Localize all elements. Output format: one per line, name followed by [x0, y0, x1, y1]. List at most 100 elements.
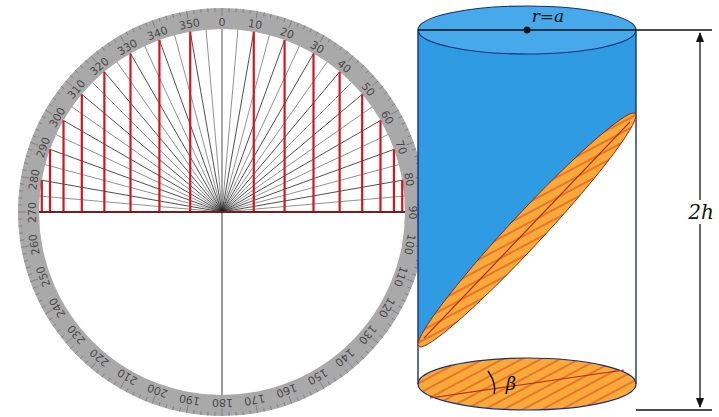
- tick-mark: [407, 287, 411, 288]
- tick-mark: [18, 204, 22, 205]
- radial-line: [45, 165, 222, 212]
- tick-mark: [328, 382, 330, 385]
- angle-arc: [488, 371, 495, 394]
- radial-line: [222, 54, 314, 212]
- tick-mark: [366, 70, 369, 73]
- tick-mark: [39, 123, 43, 125]
- projection-line: [103, 72, 105, 212]
- tick-mark: [133, 29, 135, 33]
- tick-mark: [348, 362, 353, 368]
- tick-mark: [33, 287, 37, 288]
- tick-mark: [21, 177, 29, 178]
- tick-mark: [372, 81, 378, 86]
- tick-mark: [146, 397, 147, 401]
- tick-mark: [392, 310, 399, 314]
- tick-mark: [361, 356, 364, 359]
- tick-mark: [66, 338, 72, 343]
- projection-line: [189, 32, 191, 212]
- radial-line: [222, 30, 238, 212]
- tick-mark: [328, 39, 330, 42]
- tick-mark: [256, 405, 257, 413]
- tick-mark: [19, 232, 23, 233]
- tick-mark: [159, 18, 160, 22]
- tick-mark: [392, 104, 395, 106]
- projection-line: [283, 40, 285, 212]
- tick-mark: [222, 408, 223, 416]
- radial-line: [64, 121, 222, 213]
- tick-mark: [26, 267, 30, 268]
- degree-number: 90: [407, 205, 418, 219]
- tick-mark: [24, 162, 28, 164]
- tick-mark: [406, 279, 414, 282]
- tick-mark: [19, 190, 23, 191]
- tick-mark: [30, 142, 38, 145]
- tick-mark: [263, 408, 265, 412]
- tick-mark: [256, 11, 257, 19]
- radial-line: [222, 29, 223, 212]
- tick-mark: [42, 306, 46, 308]
- projection-line: [393, 149, 395, 212]
- radial-line: [222, 46, 299, 212]
- tick-mark: [18, 197, 22, 198]
- tick-mark: [18, 225, 22, 226]
- tick-mark: [133, 392, 135, 396]
- tick-mark: [371, 346, 374, 349]
- radial-line: [206, 30, 222, 212]
- tick-mark: [166, 16, 167, 20]
- tick-mark: [356, 361, 359, 364]
- tick-mark: [26, 156, 30, 157]
- radial-line: [222, 165, 399, 212]
- tick-mark: [200, 411, 201, 415]
- tick-mark: [18, 212, 26, 213]
- projection-line: [62, 121, 64, 213]
- tick-mark: [384, 92, 387, 94]
- tick-mark: [114, 382, 116, 385]
- dial-face: [39, 29, 405, 395]
- tick-mark: [405, 293, 409, 295]
- tick-mark: [66, 81, 72, 86]
- radial-line: [175, 35, 222, 212]
- projection-line: [49, 149, 51, 212]
- tick-mark: [96, 51, 98, 54]
- tick-mark: [412, 274, 416, 275]
- tick-mark: [340, 47, 342, 50]
- tick-mark: [96, 370, 98, 373]
- tick-mark: [388, 324, 391, 326]
- tick-mark: [126, 32, 128, 36]
- tick-mark: [91, 362, 96, 368]
- tick-mark: [270, 406, 272, 410]
- tick-mark: [49, 318, 52, 320]
- tick-mark: [18, 218, 22, 219]
- tick-mark: [399, 306, 403, 308]
- radial-line: [72, 107, 222, 212]
- degree-number: 260: [28, 234, 42, 257]
- tick-mark: [228, 412, 229, 416]
- tick-mark: [277, 404, 278, 408]
- degree-number: 270: [27, 202, 38, 223]
- tick-mark: [406, 142, 414, 145]
- tick-mark: [139, 26, 141, 30]
- tick-mark: [402, 300, 406, 302]
- radial-line: [222, 35, 269, 212]
- tick-mark: [33, 136, 37, 137]
- tick-mark: [166, 404, 167, 408]
- tick-mark: [61, 335, 64, 337]
- tick-mark: [297, 397, 298, 401]
- projection-line: [379, 121, 381, 213]
- tick-mark: [45, 110, 52, 114]
- degree-number: 10: [247, 18, 263, 31]
- tick-mark: [102, 374, 104, 377]
- tick-mark: [242, 9, 243, 13]
- tick-mark: [380, 86, 383, 88]
- tick-mark: [193, 410, 195, 414]
- tick-mark: [380, 335, 383, 337]
- tick-mark: [214, 412, 215, 416]
- tick-mark: [228, 8, 229, 12]
- tick-mark: [249, 410, 251, 414]
- tick-mark: [207, 8, 208, 12]
- tick-mark: [108, 378, 110, 381]
- tick-mark: [361, 65, 364, 68]
- tick-mark: [172, 14, 174, 18]
- tick-mark: [242, 411, 243, 415]
- protractor: [18, 8, 426, 416]
